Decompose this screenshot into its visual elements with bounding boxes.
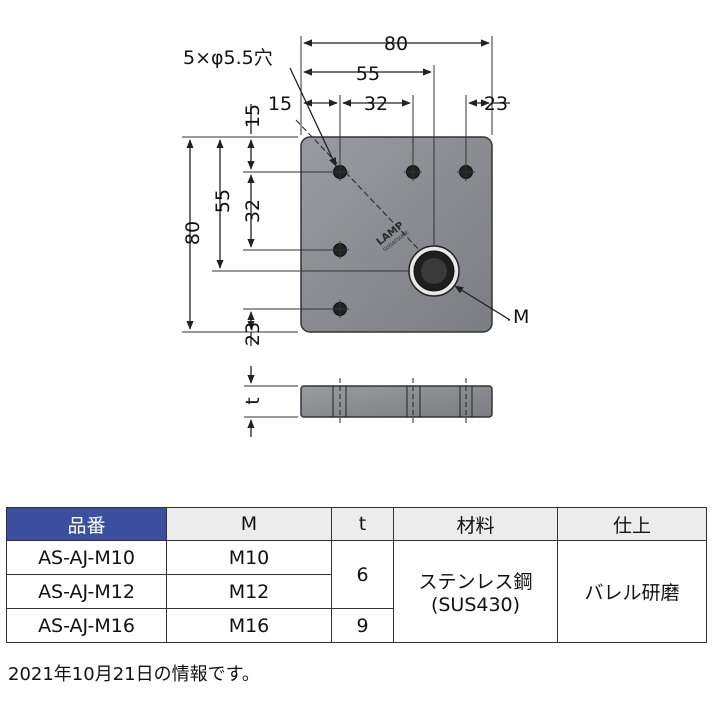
- dim-left-center: 55: [212, 189, 234, 213]
- diagonal-centerline: [295, 119, 425, 256]
- thickness-label: t: [242, 397, 264, 404]
- plate-side-view: [300, 385, 493, 418]
- technical-drawing: LAMP SUGATSUNE 80 55 15 32 23 5×φ5.5穴: [182, 33, 529, 437]
- part-number-cell: AS-AJ-M12: [6, 574, 167, 609]
- finish-cell: バレル研磨: [557, 540, 707, 643]
- thread-cell: M10: [166, 540, 332, 575]
- spec-table: 品番 M t 材料 仕上 AS-AJ-M10 M10 6 ステンレス鋼 (SUS…: [6, 507, 707, 643]
- mounting-holes: [331, 163, 475, 318]
- table-row: AS-AJ-M10 M10 6 ステンレス鋼 (SUS430) バレル研磨: [6, 540, 707, 643]
- material-line-2: (SUS430): [430, 594, 521, 616]
- dim-top-pitch: 32: [364, 93, 388, 115]
- part-number-cell: AS-AJ-M16: [6, 608, 167, 643]
- part-number-cell: AS-AJ-M10: [6, 540, 167, 575]
- header-material: 材料: [393, 507, 558, 541]
- dim-top-overall: 80: [384, 33, 408, 55]
- thread-cell: M16: [166, 608, 332, 643]
- dim-top-right-offset: 23: [484, 93, 508, 115]
- threaded-hole: [408, 245, 460, 297]
- header-part-no: 品番: [6, 507, 167, 541]
- table-row: AS-AJ-M16 M16 9: [6, 608, 707, 643]
- header-finish: 仕上: [557, 507, 707, 541]
- info-date-note: 2021年10月21日の情報です。: [8, 664, 260, 685]
- hole-callout: 5×φ5.5穴: [183, 47, 273, 69]
- thread-cell: M12: [166, 574, 332, 609]
- dim-top-left-offset: 15: [268, 93, 292, 115]
- dim-left-top-offset: 15: [242, 104, 264, 128]
- header-thread: M: [166, 507, 332, 541]
- side-view-hole-lines: [332, 378, 473, 424]
- thread-label: M: [513, 306, 529, 328]
- dim-left-overall: 80: [182, 221, 204, 245]
- thickness-cell: 6: [331, 540, 394, 609]
- material-cell: ステンレス鋼 (SUS430): [393, 540, 558, 643]
- dim-left-bottom-offset: 23: [242, 322, 264, 346]
- dim-left-pitch: 32: [242, 199, 264, 223]
- thickness-cell: 9: [331, 608, 394, 643]
- dim-top-center: 55: [356, 63, 380, 85]
- table-header-row: 品番 M t 材料 仕上: [6, 507, 707, 541]
- table-row: AS-AJ-M12 M12: [6, 574, 707, 609]
- header-thickness: t: [331, 507, 394, 541]
- material-line-1: ステンレス鋼: [418, 571, 533, 593]
